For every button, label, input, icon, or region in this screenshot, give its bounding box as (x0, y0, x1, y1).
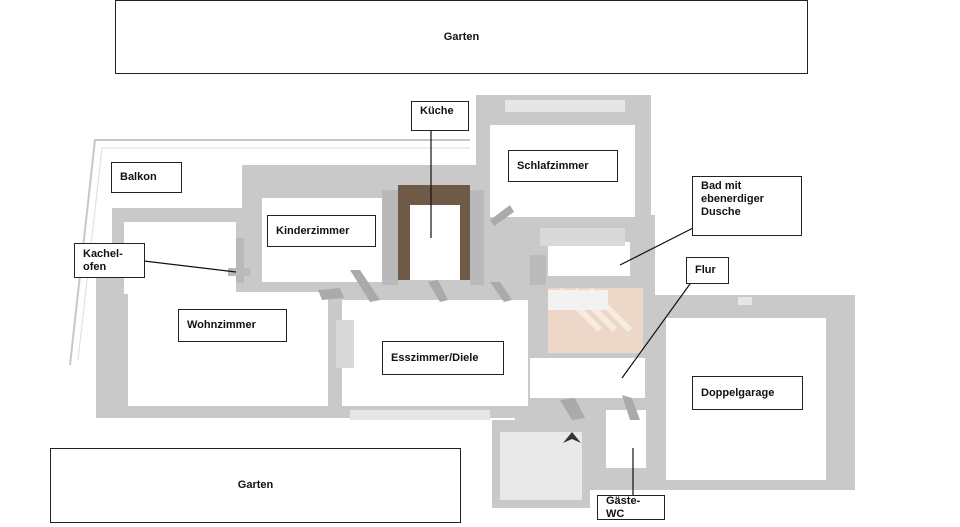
entrance-arrow-icon (563, 432, 581, 443)
label-flur: Flur (686, 257, 729, 284)
windows (350, 100, 752, 420)
label-garten-bottom: Garten (50, 448, 461, 523)
label-kachelofen-line1: Kachel- (83, 248, 123, 260)
label-bad-line2: ebenerdiger (701, 193, 764, 205)
label-kueche: Küche (411, 101, 469, 131)
flur-floor (530, 358, 645, 398)
staircase (548, 287, 643, 353)
label-bad-line1: Bad mit (701, 180, 742, 192)
bad-floor (548, 242, 630, 276)
label-bad: Bad mit ebenerdiger Dusche (692, 176, 802, 236)
label-bad-line3: Dusche (701, 206, 741, 218)
interior-walls (228, 190, 625, 368)
doors (318, 205, 640, 420)
label-wohnzimmer: Wohnzimmer (178, 309, 287, 342)
balcony-railing (69, 139, 470, 366)
label-esszimmer: Esszimmer/Diele (382, 341, 504, 375)
label-leader-lines (143, 131, 702, 496)
label-balkon: Balkon (111, 162, 182, 193)
label-kinderzimmer: Kinderzimmer (267, 215, 376, 247)
label-gaeste-wc: Gäste-WC (597, 495, 665, 520)
entrance-floor (500, 432, 582, 500)
kueche-center (410, 205, 460, 280)
label-doppelgarage: Doppelgarage (692, 376, 803, 410)
label-kachelofen: Kachel- ofen (74, 243, 145, 278)
gaeste-wc-floor (606, 410, 646, 468)
label-garten-top: Garten (115, 0, 808, 74)
label-kachelofen-line2: ofen (83, 261, 107, 273)
label-schlafzimmer: Schlafzimmer (508, 150, 618, 182)
